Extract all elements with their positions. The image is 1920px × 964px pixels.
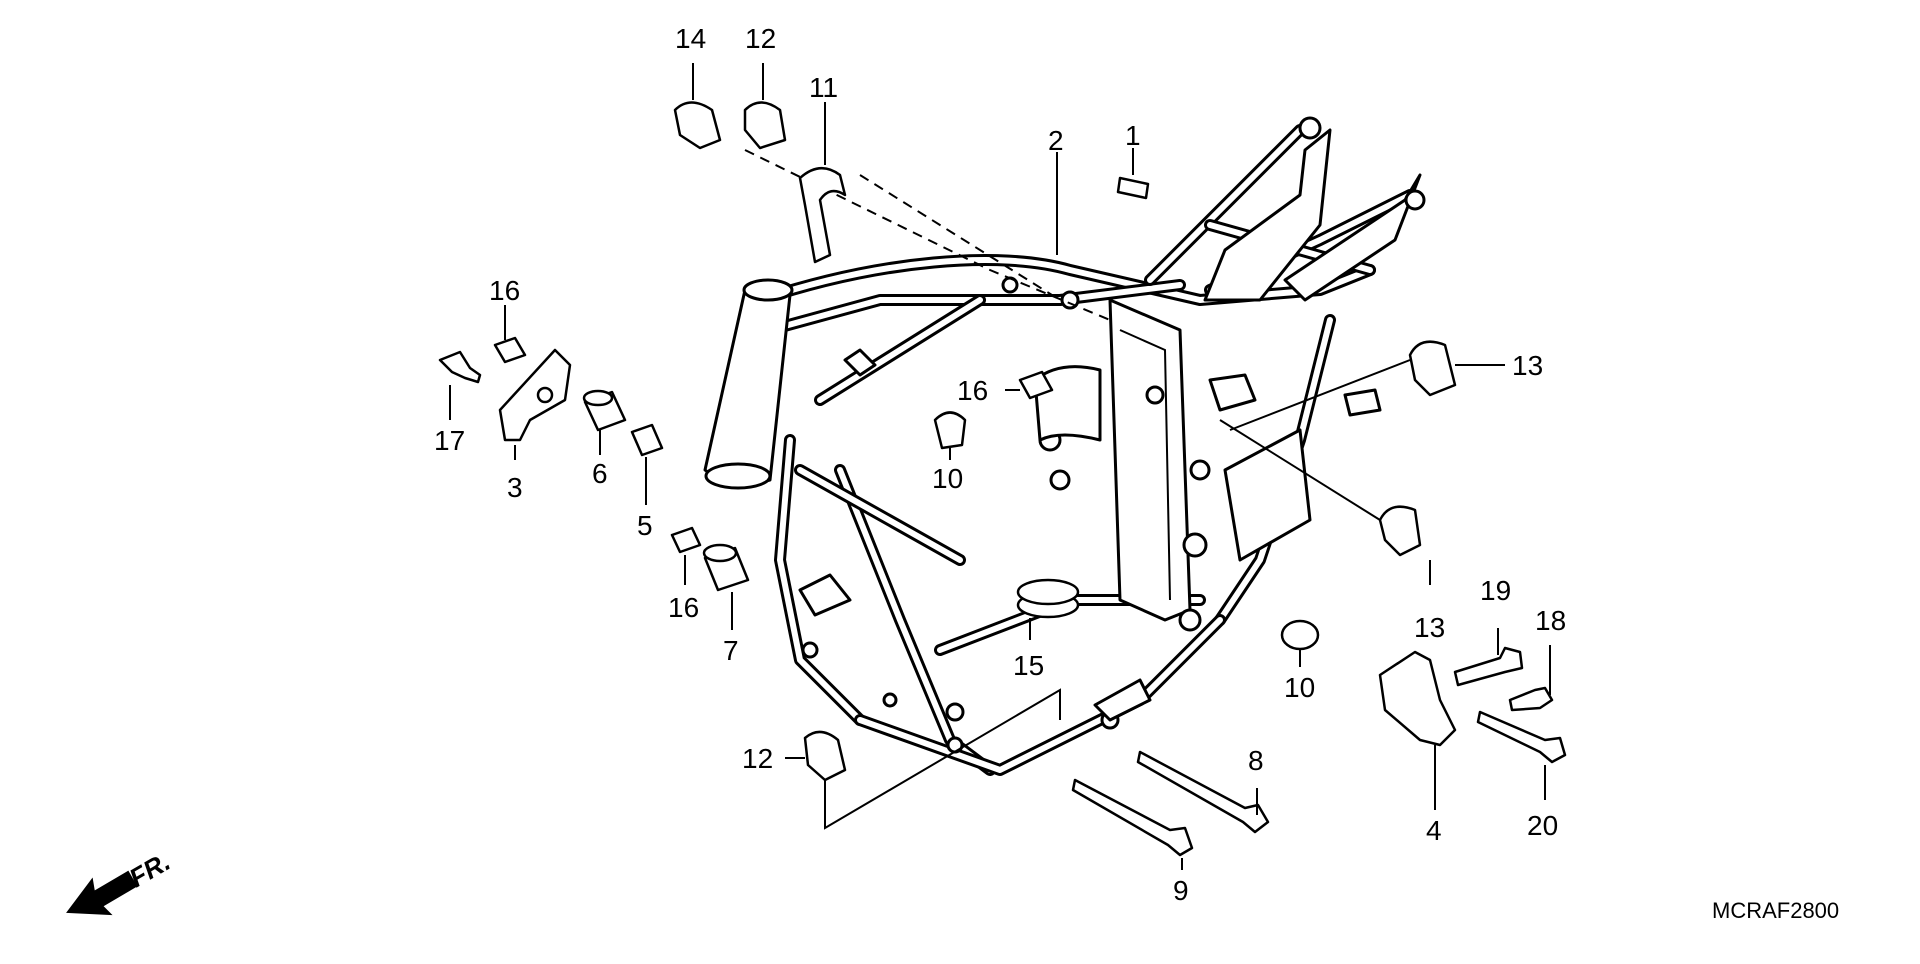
- part-19-bolt: [1453, 646, 1524, 687]
- callout-19: 19: [1480, 575, 1511, 606]
- callout-5: 5: [637, 510, 653, 541]
- callout-15: 15: [1013, 650, 1044, 681]
- callout-1: 1: [1125, 120, 1141, 151]
- part-11-band: [798, 167, 847, 264]
- callout-7: 7: [723, 635, 739, 666]
- callout-14: 14: [675, 23, 706, 54]
- front-direction-indicator: FR.: [66, 846, 175, 916]
- diagram-code: MCRAF2800: [1712, 898, 1839, 923]
- part-13-clamp-lower: [1378, 505, 1422, 557]
- part-16-nut-c: [670, 526, 702, 554]
- callout-10-lower: 10: [1284, 672, 1315, 703]
- callout-4: 4: [1426, 815, 1442, 846]
- leader-lines: [449, 63, 1551, 870]
- callout-16-top: 16: [489, 275, 520, 306]
- callout-13-lower: 13: [1414, 612, 1445, 643]
- callout-18: 18: [1535, 605, 1566, 636]
- part-14-clamp: [673, 101, 722, 150]
- part-10-cap-upper: [933, 411, 967, 450]
- part-16-nut-a: [493, 336, 527, 364]
- part-3-bracket: [498, 348, 572, 442]
- callout-8: 8: [1248, 745, 1264, 776]
- callout-16-mid: 16: [957, 375, 988, 406]
- callout-12-lower: 12: [742, 743, 773, 774]
- callout-16-lower: 16: [668, 592, 699, 623]
- part-10-cap-lower: [1280, 619, 1320, 651]
- part-20-bolt: [1476, 710, 1567, 764]
- callout-6: 6: [592, 458, 608, 489]
- callout-12-upper: 12: [745, 23, 776, 54]
- callout-17: 17: [434, 425, 465, 456]
- frame-body-drawing: [703, 116, 1426, 776]
- front-arrow-icon: [66, 870, 138, 916]
- callout-9: 9: [1173, 875, 1189, 906]
- callout-20: 20: [1527, 810, 1558, 841]
- callout-10-upper: 10: [932, 463, 963, 494]
- callout-11: 11: [809, 72, 838, 103]
- callout-13-right: 13: [1512, 350, 1543, 381]
- part-4-bracket: [1378, 650, 1457, 747]
- part-16-nut-b: [1018, 370, 1054, 400]
- part-12-clamp-upper: [743, 101, 787, 150]
- part-9-bolt: [1071, 778, 1194, 857]
- callout-3: 3: [507, 472, 523, 503]
- part-1-label-plate: [1116, 176, 1150, 200]
- part-12-clamp-lower: [803, 730, 847, 782]
- part-8-bolt: [1136, 750, 1270, 834]
- part-5-collar: [630, 423, 664, 457]
- part-18-bolt: [1508, 686, 1554, 712]
- part-13-clamp-right: [1408, 340, 1457, 397]
- part-17-bolt: [438, 350, 482, 384]
- callout-2: 2: [1048, 125, 1064, 156]
